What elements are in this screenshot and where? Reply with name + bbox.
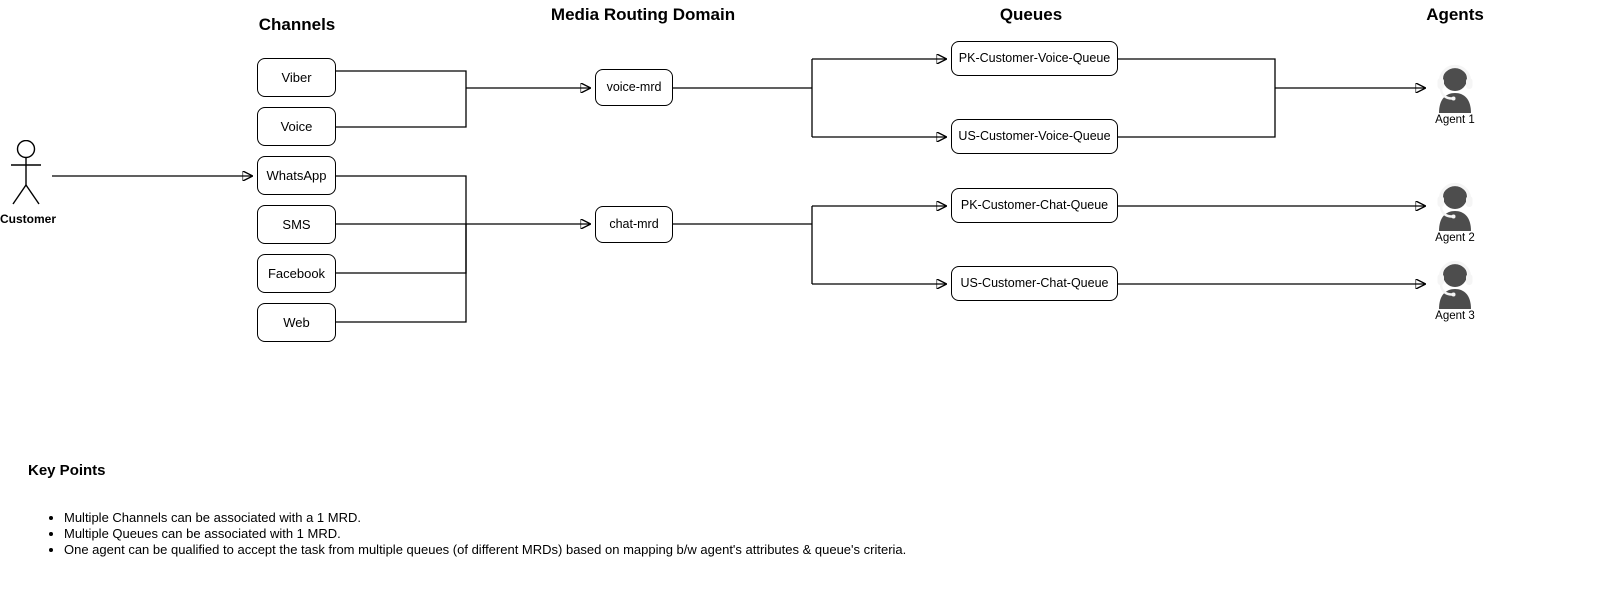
wire-web-to-chat-bus [336,224,467,323]
key-point-item: Multiple Channels can be associated with… [64,510,906,526]
agent-label: Agent 3 [1435,310,1475,322]
key-point-item: Multiple Queues can be associated with 1… [64,526,906,542]
channel-box-sms[interactable]: SMS [257,205,336,244]
queue-box-pk-customer-voice-queue[interactable]: PK-Customer-Voice-Queue [951,41,1118,76]
queue-box-pk-customer-chat-queue[interactable]: PK-Customer-Chat-Queue [951,188,1118,223]
channel-box-whatsapp[interactable]: WhatsApp [257,156,336,195]
agent-label: Agent 1 [1435,114,1475,126]
mrd-box-voice-mrd[interactable]: voice-mrd [595,69,673,106]
wire-viber-to-voice-bus [336,70,467,88]
column-header-media-routing-domain: Media Routing Domain [550,5,736,24]
wire-whatsapp-to-chat-bus [336,175,467,224]
agent-headset-icon [1437,182,1473,231]
wire-facebook-to-chat-bus [336,224,467,274]
column-header-agents: Agents [1426,5,1484,24]
channel-box-facebook[interactable]: Facebook [257,254,336,293]
wire-voice-to-voice-bus [336,88,467,128]
column-header-channels: Channels [258,15,336,34]
key-points-list: Multiple Channels can be associated with… [46,510,906,558]
channel-box-web[interactable]: Web [257,303,336,342]
agent-headset-icon [1437,64,1473,113]
customer-stick-figure-icon [11,140,41,205]
queue-box-us-customer-voice-queue[interactable]: US-Customer-Voice-Queue [951,119,1118,154]
column-header-queues: Queues [999,5,1063,24]
mrd-box-chat-mrd[interactable]: chat-mrd [595,206,673,243]
agent-3[interactable]: Agent 3 [1427,253,1483,322]
agent-headset-icon [1437,260,1473,309]
customer-label: Customer [0,212,57,226]
channel-box-viber[interactable]: Viber [257,58,336,97]
key-point-item: One agent can be qualified to accept the… [64,542,906,558]
queue-box-us-customer-chat-queue[interactable]: US-Customer-Chat-Queue [951,266,1118,301]
wire-us-voice-queue-to-merge [1118,88,1276,138]
agent-label: Agent 2 [1435,232,1475,244]
key-points-title: Key Points [28,462,106,479]
agent-1[interactable]: Agent 1 [1427,57,1483,126]
channel-box-voice[interactable]: Voice [257,107,336,146]
wire-pk-voice-queue-to-merge [1118,58,1276,88]
agent-2[interactable]: Agent 2 [1427,175,1483,244]
